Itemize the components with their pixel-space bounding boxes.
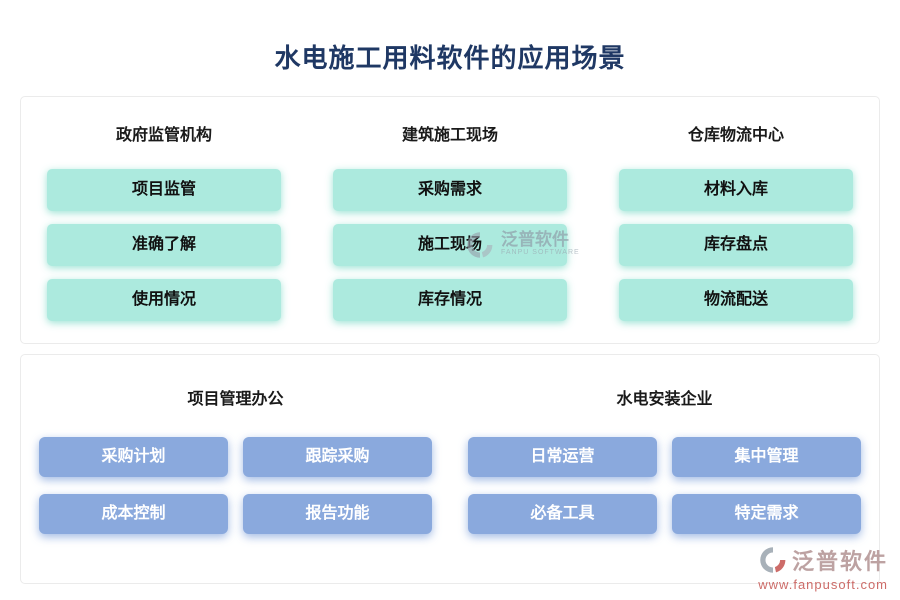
feature-pill: 特定需求 [672,494,861,534]
scenario-pill: 库存盘点 [619,224,853,266]
column-construction-site: 建筑施工现场 采购需求 施工现场 库存情况 [307,97,593,343]
column-header: 仓库物流中心 [687,127,784,144]
group-header: 水电安装企业 [616,391,713,408]
feature-pill: 成本控制 [39,494,228,534]
feature-pill: 日常运营 [468,437,657,477]
scenario-pill: 准确了解 [47,224,281,266]
feature-pill: 必备工具 [468,494,657,534]
top-scenarios-panel: 政府监管机构 项目监管 准确了解 使用情况 建筑施工现场 采购需求 施工现场 库… [20,96,880,344]
feature-pill: 集中管理 [672,437,861,477]
bottom-scenarios-panel: 项目管理办公 采购计划 跟踪采购 成本控制 报告功能 水电安装企业 日常运营 集… [20,354,880,584]
group-project-management: 项目管理办公 采购计划 跟踪采购 成本控制 报告功能 [21,355,450,583]
column-warehouse-logistics: 仓库物流中心 材料入库 库存盘点 物流配送 [593,97,879,343]
scenario-pill: 物流配送 [619,279,853,321]
page-title: 水电施工用料软件的应用场景 [274,43,626,73]
scenario-pill: 库存情况 [333,279,567,321]
scenario-pill: 材料入库 [619,169,853,211]
group-header: 项目管理办公 [187,391,284,408]
scenario-pill: 采购需求 [333,169,567,211]
group-installation-enterprise: 水电安装企业 日常运营 集中管理 必备工具 特定需求 [450,355,879,583]
column-header: 建筑施工现场 [401,127,498,144]
scenario-pill: 使用情况 [47,279,281,321]
feature-pill: 采购计划 [39,437,228,477]
column-header: 政府监管机构 [115,127,212,144]
feature-pill: 报告功能 [243,494,432,534]
feature-pill: 跟踪采购 [243,437,432,477]
scenario-pill: 项目监管 [47,169,281,211]
scenario-pill: 施工现场 [333,224,567,266]
column-government: 政府监管机构 项目监管 准确了解 使用情况 [21,97,307,343]
